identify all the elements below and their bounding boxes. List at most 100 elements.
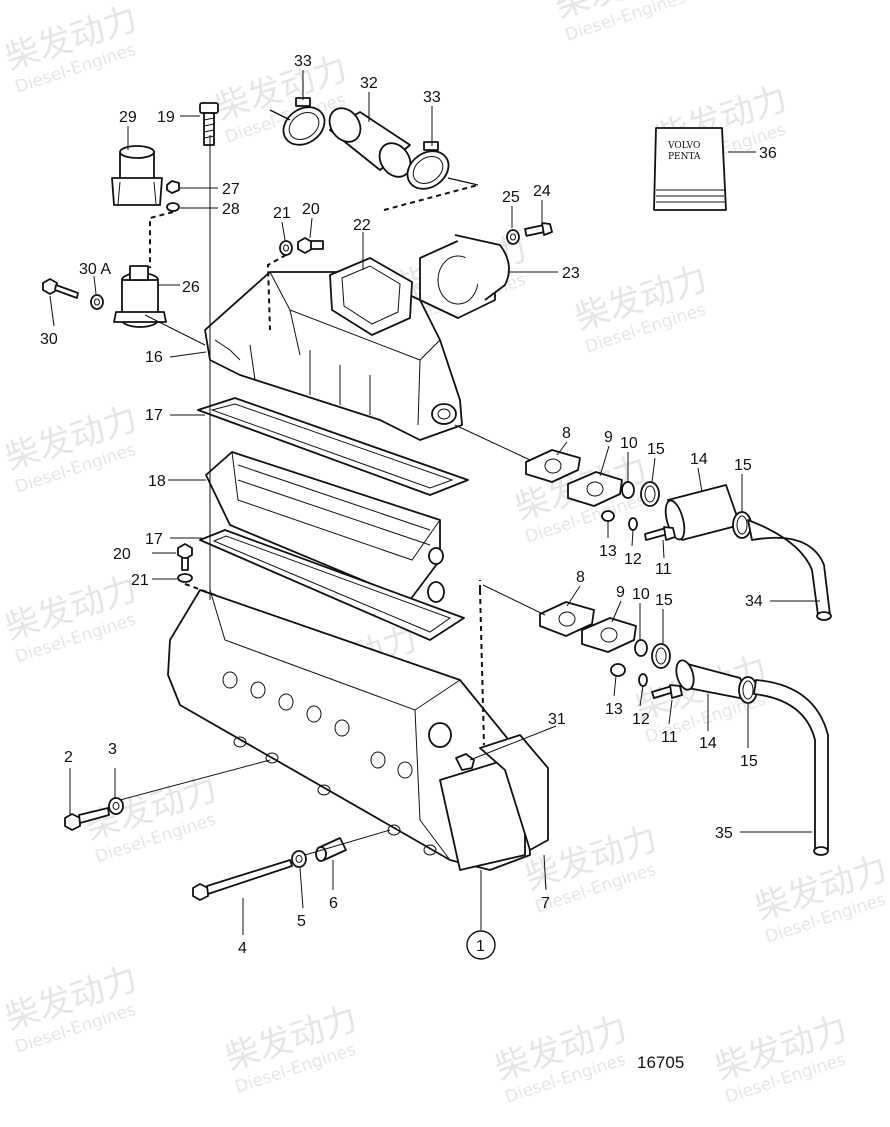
gasket-17-lower[interactable] [199,529,465,641]
callout-11: 11 [655,561,672,578]
gasket-17-upper[interactable] [197,397,469,496]
washer-12-upper[interactable] [628,517,638,531]
bolt-20-side[interactable] [177,543,193,571]
hose-clamp-33-left[interactable] [276,97,332,153]
callout-2: 2 [64,749,73,766]
leader-lines [269,109,479,186]
callout-5: 5 [297,913,306,930]
washer-12-lower[interactable] [638,673,648,687]
plug-31[interactable] [455,753,475,771]
callout-25: 25 [502,189,520,206]
callout-8: 8 [562,425,571,442]
washer-28[interactable] [166,202,180,212]
manual-booklet-36[interactable]: VOLVO PENTA [653,127,727,211]
callout-10: 10 [620,435,638,452]
screw-11-lower[interactable] [651,684,683,699]
hose-clamp-33-right[interactable] [400,141,456,197]
callout-10: 10 [632,586,650,603]
callout-20: 20 [302,201,320,218]
callout-29: 29 [119,109,137,126]
assembly-dash-line [149,211,174,268]
washer-21-side[interactable] [177,573,193,583]
bolt-2[interactable] [64,807,110,831]
sensor-26[interactable] [113,265,167,328]
washer-13-upper[interactable] [601,510,615,522]
hose-32[interactable] [323,102,417,183]
flange-9-lower[interactable] [581,617,637,653]
washer-13-lower[interactable] [610,663,626,677]
callout-31: 31 [548,711,566,728]
outlet-flange-23[interactable] [419,234,510,319]
callout-12: 12 [624,551,642,568]
washer-10-lower[interactable] [634,639,648,657]
long-bolt-4[interactable] [192,859,293,901]
callout-23: 23 [562,265,580,282]
end-gasket-7[interactable] [479,734,549,851]
screw-24[interactable] [524,222,553,237]
callout-15: 15 [740,753,758,770]
pipe-34[interactable] [747,519,832,621]
callout-9: 9 [604,429,613,446]
assembly-dash-line [383,184,479,211]
callout-34: 34 [745,593,763,610]
callout-15: 15 [647,441,665,458]
callout-16: 16 [145,349,163,366]
callout-32: 32 [360,75,378,92]
assembly-dash-line [479,589,485,746]
assembly-dash-line [266,254,287,331]
callout-28: 28 [222,201,240,218]
callout-13: 13 [599,543,617,560]
flange-8-upper[interactable] [525,449,581,483]
explode-lines [119,135,546,856]
flange-9-upper[interactable] [567,471,623,507]
callout-12: 12 [632,711,650,728]
callout-7: 7 [541,895,550,912]
callout-17: 17 [145,531,163,548]
callout-20: 20 [113,546,131,563]
callout-11: 11 [661,729,678,746]
callout-33: 33 [423,89,441,106]
gasket-22[interactable] [329,257,413,336]
booklet-penta-text: PENTA [668,152,701,162]
callout-26: 26 [182,279,200,296]
washer-30a[interactable] [90,294,104,310]
bracket-washer-21[interactable] [279,240,293,256]
callout-1: 1 [476,938,485,955]
screw-30[interactable] [42,278,79,299]
washer-5[interactable] [291,850,307,868]
washer-25[interactable] [506,229,520,245]
manifold-housing-1[interactable] [167,589,531,871]
washer-10-upper[interactable] [621,481,635,499]
nut-27[interactable] [166,180,180,194]
callout-24: 24 [533,183,551,200]
callout-6: 6 [329,895,338,912]
callout-8: 8 [576,569,585,586]
drawing-number: 16705 [637,1053,684,1072]
callout-14: 14 [699,735,717,752]
pipe-35[interactable] [753,679,829,856]
callout-21: 21 [131,572,149,589]
bolt-19[interactable] [199,102,219,146]
screw-11-upper[interactable] [644,526,676,541]
callout-4: 4 [238,940,247,957]
clamp-15-upper-left[interactable] [640,481,660,507]
callout-14: 14 [690,451,708,468]
clamp-15-lower-left[interactable] [651,643,671,669]
booklet-volvo-text: VOLVO [667,141,700,151]
charge-air-cooler-18[interactable] [205,451,445,603]
callout-13: 13 [605,701,623,718]
washer-3[interactable] [108,797,124,815]
sensor-cap-29[interactable] [111,145,163,206]
callout-30: 30 [40,331,58,348]
callout-33: 33 [294,53,312,70]
callout-36: 36 [759,145,777,162]
callout-3: 3 [108,741,117,758]
callout-labels: 33 32 33 29 19 27 28 36 21 20 22 25 24 2… [40,53,777,957]
callout-17: 17 [145,407,163,424]
bolt-20-top[interactable] [297,237,324,254]
callout-22: 22 [353,217,371,234]
flange-8-lower[interactable] [539,601,595,637]
callout-30a: 30 A [79,261,111,278]
spacer-6[interactable] [315,837,347,862]
